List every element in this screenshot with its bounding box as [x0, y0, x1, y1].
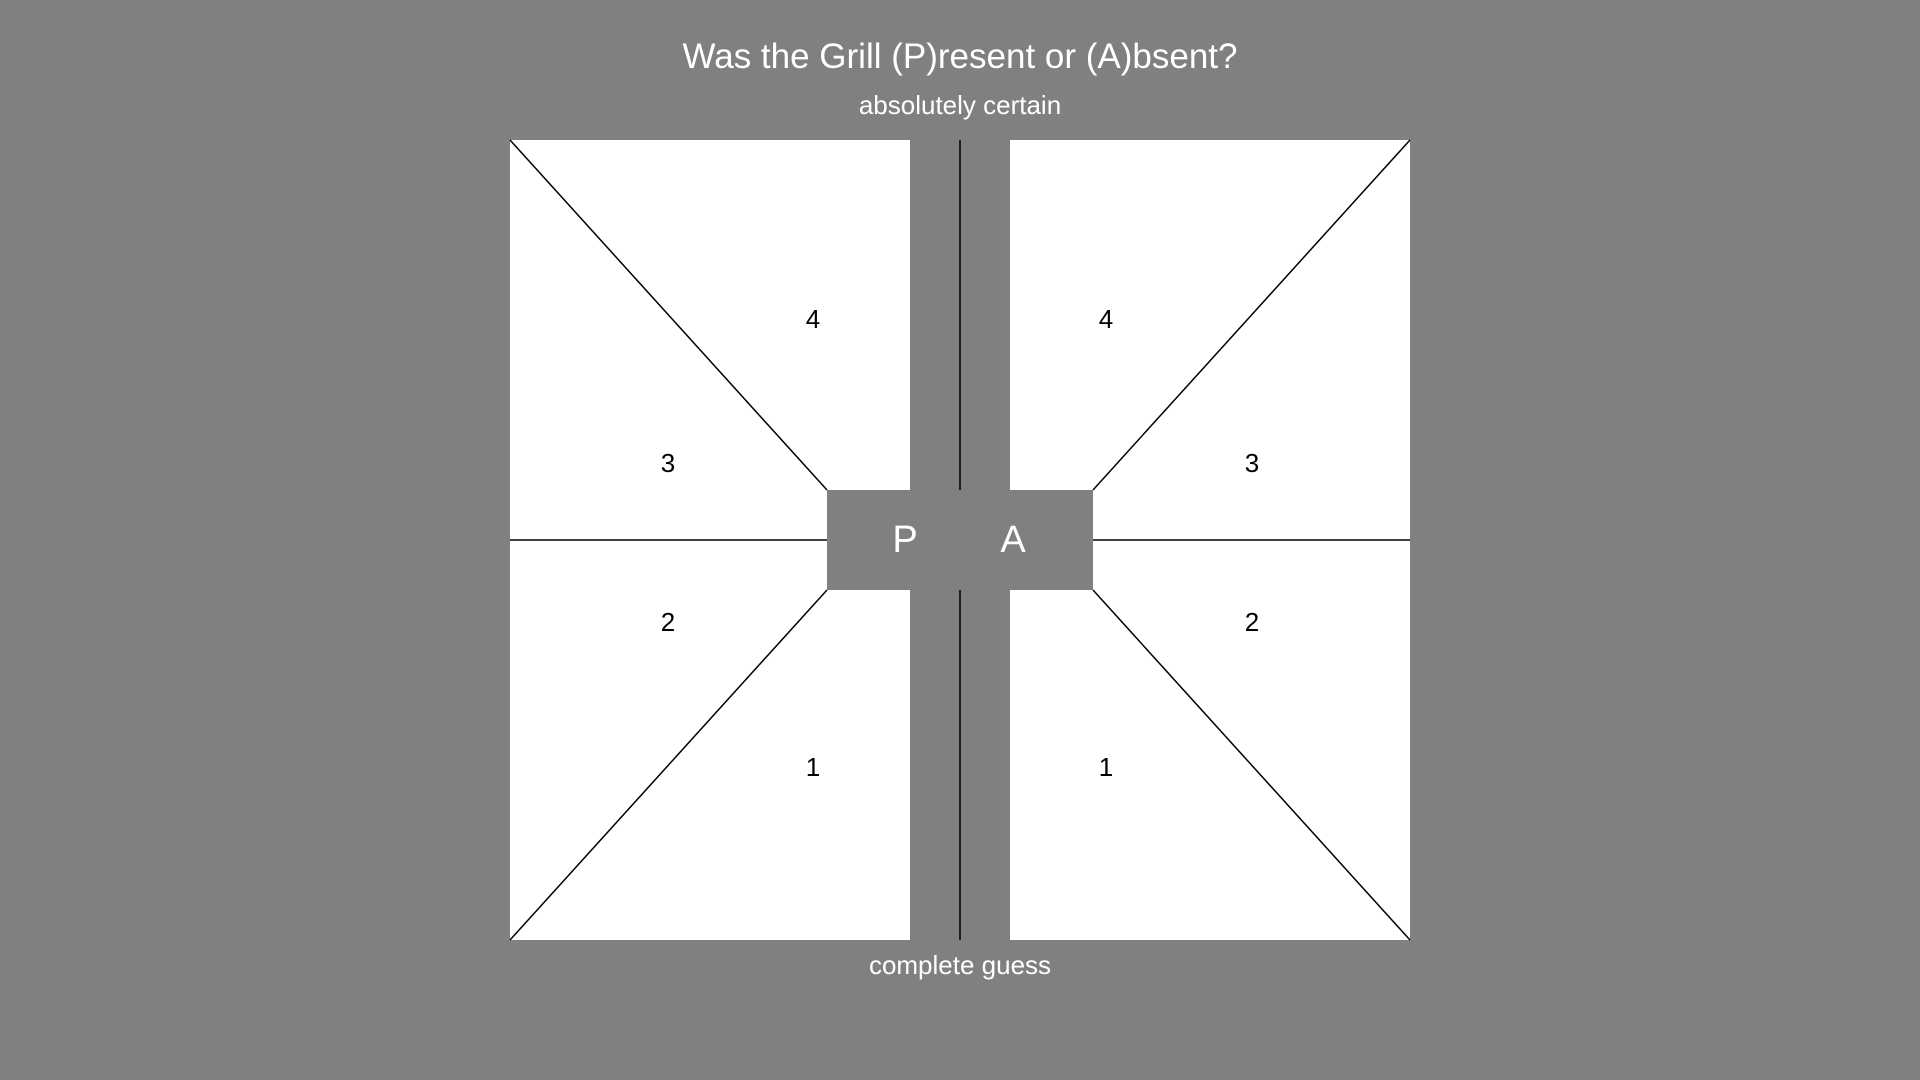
absent-level-4-label: 4 [1099, 304, 1113, 334]
present-region-4[interactable] [510, 140, 910, 490]
present-region-1[interactable] [510, 590, 910, 940]
absent-divider-upper [1092, 139, 1411, 491]
present-letter: P [892, 519, 917, 561]
absent-divider-lower [1092, 589, 1411, 941]
absent-letter: A [1000, 519, 1026, 561]
absent-level-2-label: 2 [1245, 607, 1259, 637]
absent-panel: 4 3 2 1 [1010, 139, 1411, 941]
absent-region-4[interactable] [1010, 140, 1410, 490]
present-region-3[interactable] [510, 140, 827, 540]
present-level-4-label: 4 [806, 304, 820, 334]
present-region-2[interactable] [510, 540, 827, 940]
present-divider-lower [509, 589, 828, 941]
absent-level-3-label: 3 [1245, 448, 1259, 478]
top-anchor-label: absolutely certain [858, 90, 1062, 120]
absent-region-2[interactable] [1093, 540, 1410, 940]
center-response-box [827, 490, 1093, 590]
absent-region-3[interactable] [1093, 140, 1410, 540]
absent-region-1[interactable] [1010, 590, 1410, 940]
absent-level-1-label: 1 [1099, 752, 1113, 782]
present-level-3-label: 3 [661, 448, 675, 478]
present-level-2-label: 2 [661, 607, 675, 637]
present-level-1-label: 1 [806, 752, 820, 782]
bottom-anchor-label: complete guess [868, 950, 1052, 980]
question-title: Was the Grill (P)resent or (A)bsent? [682, 37, 1238, 76]
present-panel: 4 3 2 1 [509, 139, 910, 941]
present-divider-upper [509, 139, 828, 491]
